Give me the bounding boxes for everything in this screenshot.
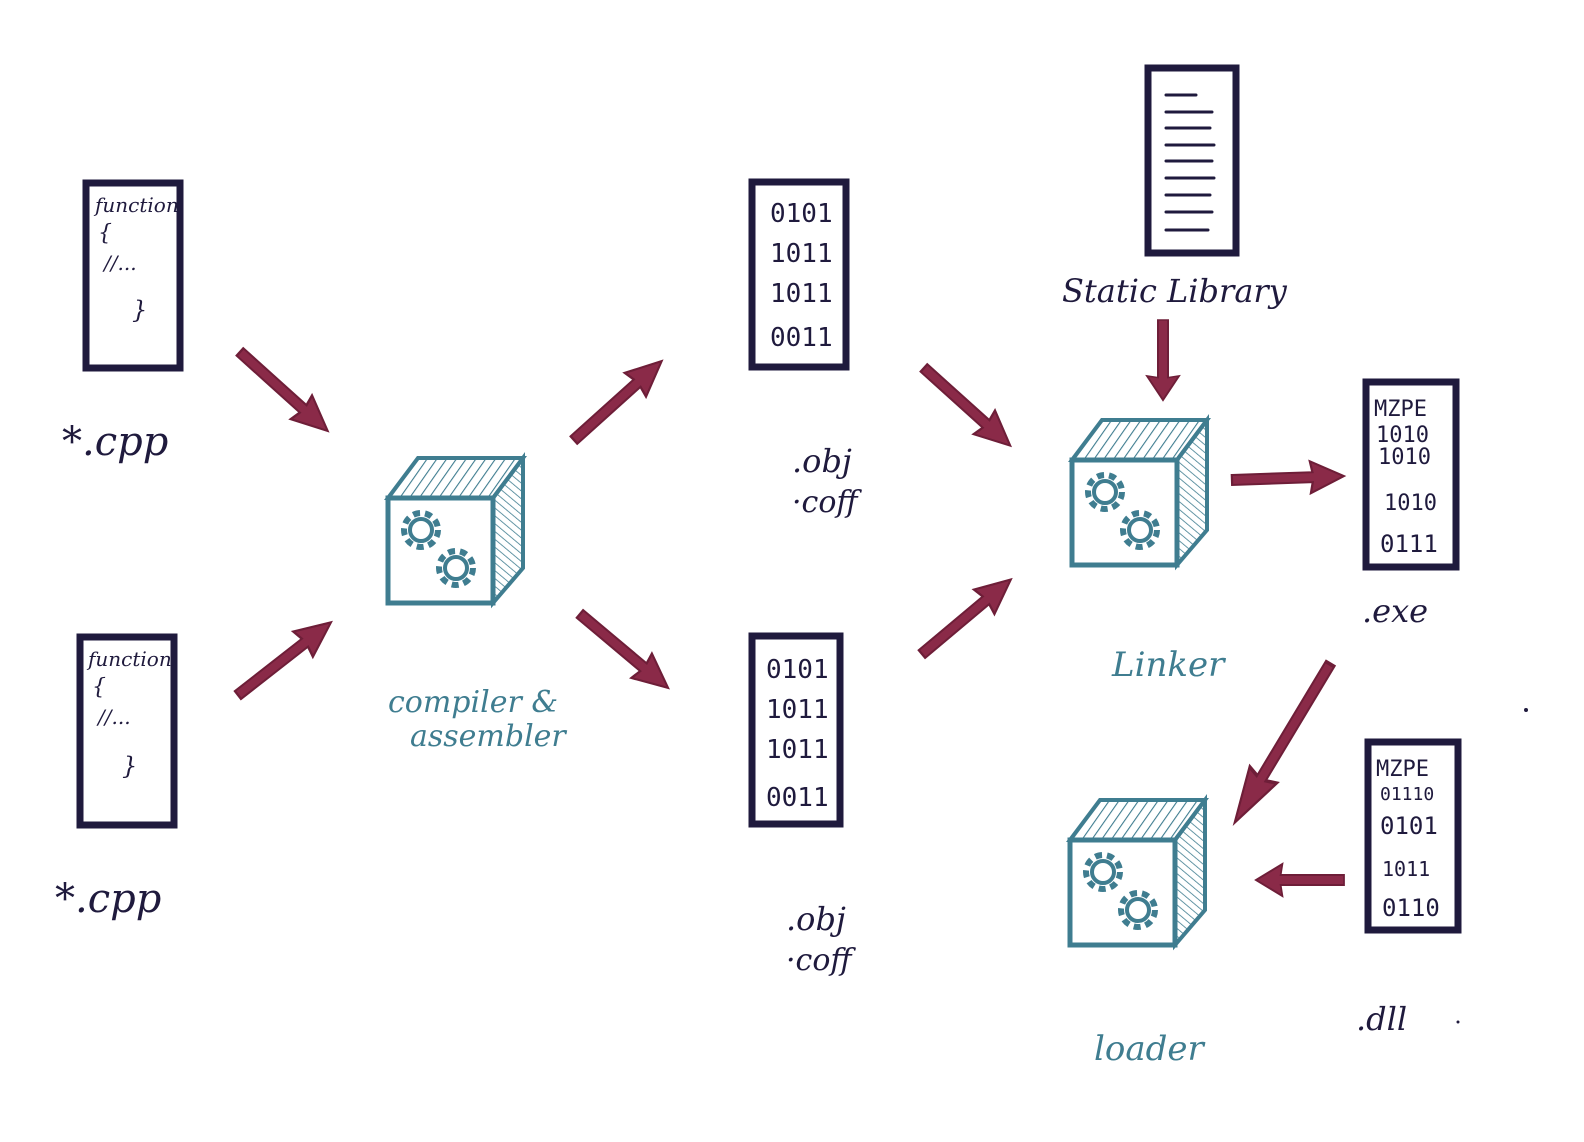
source-file-1-line-1: function	[93, 193, 179, 217]
source-file-1-frame	[82, 179, 184, 372]
object-file-1-line-1: 0101	[770, 199, 833, 229]
source-file-2-line-3: //...	[96, 705, 131, 729]
object-file-2-label-2: ·coff	[786, 943, 856, 978]
arrow-compiler-to-object-1	[562, 348, 674, 453]
dll-frame	[1364, 738, 1462, 934]
exe-line-1: MZPE	[1374, 397, 1427, 422]
arrow-source-1-to-compiler	[228, 339, 340, 444]
source-file-1: function { //... }	[82, 179, 184, 372]
object-file-1-label-1: .obj	[792, 442, 852, 480]
exe-file: MZPE 1010 1010 1010 0111	[1362, 378, 1460, 571]
stray-dot	[1524, 708, 1528, 712]
exe-line-3: 1010	[1378, 445, 1431, 470]
dll-line-3: 0101	[1380, 812, 1438, 840]
object-file-2-line-4: 0011	[766, 783, 829, 813]
loader-gears-box-icon	[1070, 800, 1205, 945]
dll-line-5: 0110	[1382, 894, 1440, 922]
exe-line-2: 1010	[1376, 423, 1429, 448]
arrow-linker-to-exe	[1230, 458, 1346, 498]
exe-line-5: 0111	[1380, 530, 1438, 558]
source-file-1-line-3: //...	[102, 251, 137, 275]
object-file-1-label-2: ·coff	[792, 485, 862, 520]
source-file-1-line-4: }	[132, 296, 147, 324]
object-file-2-line-2: 1011	[766, 695, 829, 725]
exe-line-4: 1010	[1384, 491, 1437, 516]
compiler-label-line-1: compiler &	[388, 685, 558, 720]
object-file-2-frame	[748, 632, 844, 828]
arrow-compiler-to-object-2	[568, 600, 680, 702]
source-file-2-label: *.cpp	[55, 876, 161, 922]
dll-line-1: MZPE	[1376, 757, 1429, 782]
dll-file: MZPE 01110 0101 1011 0110	[1364, 738, 1462, 934]
source-file-1-label: *.cpp	[62, 419, 168, 465]
linker-label: Linker	[1111, 645, 1226, 685]
compiler-gears-box-icon	[388, 458, 523, 603]
object-file-1-line-3: 1011	[770, 279, 833, 309]
arrow-exe-to-loader	[1219, 654, 1346, 833]
loader-label: loader	[1094, 1029, 1206, 1069]
source-file-2-line-2: {	[92, 675, 106, 700]
arrow-static-library-to-linker	[1146, 319, 1180, 401]
linker-gears-box-icon	[1072, 420, 1207, 565]
object-file-1-line-4: 0011	[770, 323, 833, 353]
object-file-2-label-1: .obj	[786, 900, 846, 938]
exe-frame	[1362, 378, 1460, 571]
exe-label: .exe	[1362, 592, 1428, 630]
arrow-object-1-to-linker	[912, 355, 1023, 459]
dll-line-2: 01110	[1380, 784, 1434, 805]
arrow-source-2-to-compiler	[227, 608, 342, 709]
dll-label: .dll	[1356, 1000, 1407, 1038]
source-file-2: function { //... }	[76, 633, 178, 829]
arrow-dll-to-loader	[1255, 863, 1345, 897]
object-file-2-line-3: 1011	[766, 735, 829, 765]
source-file-2-line-4: }	[122, 752, 137, 780]
source-file-1-line-2: {	[98, 221, 112, 246]
dll-line-4: 1011	[1382, 857, 1430, 881]
static-library-label: Static Library	[1062, 272, 1288, 310]
source-file-2-line-1: function	[86, 647, 172, 671]
stray-dot-2	[1456, 1020, 1460, 1024]
object-file-1-line-2: 1011	[770, 239, 833, 269]
source-file-2-frame	[76, 633, 178, 829]
arrow-object-2-to-linker	[910, 566, 1023, 668]
object-file-1-frame	[748, 178, 850, 371]
object-file-2: 0101 1011 1011 0011	[748, 632, 844, 828]
static-library-file	[1144, 64, 1240, 257]
object-file-1: 0101 1011 1011 0011	[748, 178, 850, 371]
object-file-2-line-1: 0101	[766, 655, 829, 685]
compiler-label-line-2: assembler	[410, 719, 567, 754]
